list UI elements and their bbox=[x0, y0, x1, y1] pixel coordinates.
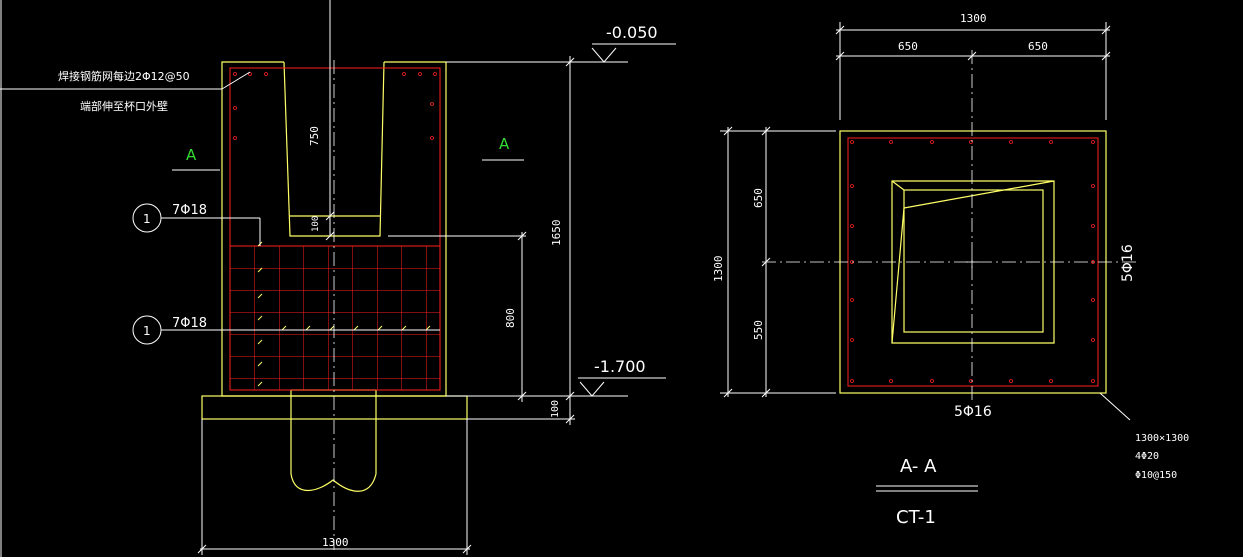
dim-base: 100 bbox=[550, 400, 561, 418]
pile bbox=[290, 389, 377, 492]
svg-text:-0.050: -0.050 bbox=[606, 23, 658, 42]
section-rebar-dots bbox=[850, 140, 1095, 383]
section-mark-left: A bbox=[172, 146, 220, 171]
dimension-lines-section-left bbox=[720, 126, 836, 398]
dim-socket-gap: 100 bbox=[311, 216, 321, 232]
bar-callout-2: 1 7Φ18 bbox=[132, 315, 440, 345]
note-leader bbox=[0, 71, 251, 90]
dim-section-right-half: 650 bbox=[1028, 40, 1048, 53]
section-socket bbox=[891, 180, 1055, 344]
dim-section-left-half: 650 bbox=[898, 40, 918, 53]
svg-text:A: A bbox=[186, 146, 197, 164]
svg-text:7Φ18: 7Φ18 bbox=[172, 203, 207, 218]
note-text-line2: 端部伸至杯口外壁 bbox=[80, 99, 168, 113]
rebar-mesh-grid bbox=[229, 245, 441, 391]
level-mark-top: -0.050 bbox=[446, 23, 676, 63]
section-view: 1300 650 650 1300 650 550 5Φ16 5Φ16 1300… bbox=[712, 12, 1189, 528]
dim-section-total-width: 1300 bbox=[960, 12, 987, 25]
dim-total-height: 1650 bbox=[550, 220, 563, 247]
svg-text:7Φ18: 7Φ18 bbox=[172, 316, 207, 331]
section-title: A- A bbox=[900, 456, 937, 477]
pile-note-line3: Φ10@150 bbox=[1135, 470, 1177, 481]
svg-text:1: 1 bbox=[143, 212, 151, 226]
bar-ticks bbox=[257, 241, 431, 387]
dim-section-upper: 650 bbox=[752, 188, 765, 208]
note-text-line1: 焊接钢筋网每边2Φ12@50 bbox=[58, 69, 190, 83]
svg-text:1: 1 bbox=[143, 324, 151, 338]
rebar-dots bbox=[233, 72, 437, 140]
dim-socket-depth: 750 bbox=[308, 126, 321, 146]
dim-section-lower: 550 bbox=[752, 320, 765, 340]
svg-text:A: A bbox=[499, 135, 510, 153]
section-centerlines bbox=[762, 50, 1140, 400]
dimension-lines-elevation bbox=[197, 56, 575, 555]
section-mark-right: A bbox=[482, 135, 524, 161]
rebar-label-side: 5Φ16 bbox=[1120, 244, 1136, 282]
section-subtitle: CT-1 bbox=[896, 507, 936, 528]
pile-note-leader bbox=[1099, 392, 1131, 421]
dimension-lines-section-top bbox=[835, 22, 1111, 120]
level-mark-bottom: -1.700 bbox=[446, 357, 666, 397]
dim-width: 1300 bbox=[322, 536, 349, 549]
pile-note-line2: 4Φ20 bbox=[1135, 451, 1159, 462]
elevation-view: 焊接钢筋网每边2Φ12@50 端部伸至杯口外壁 A A 1 7Φ18 1 7Φ1… bbox=[0, 0, 676, 557]
pile-note-line1: 1300×1300 bbox=[1135, 433, 1189, 444]
rebar-label-bottom: 5Φ16 bbox=[954, 404, 992, 420]
bar-callout-1: 1 7Φ18 bbox=[132, 203, 261, 246]
dim-section-total-height: 1300 bbox=[712, 256, 725, 283]
svg-text:-1.700: -1.700 bbox=[594, 357, 646, 376]
dim-mesh-zone: 800 bbox=[504, 308, 517, 328]
